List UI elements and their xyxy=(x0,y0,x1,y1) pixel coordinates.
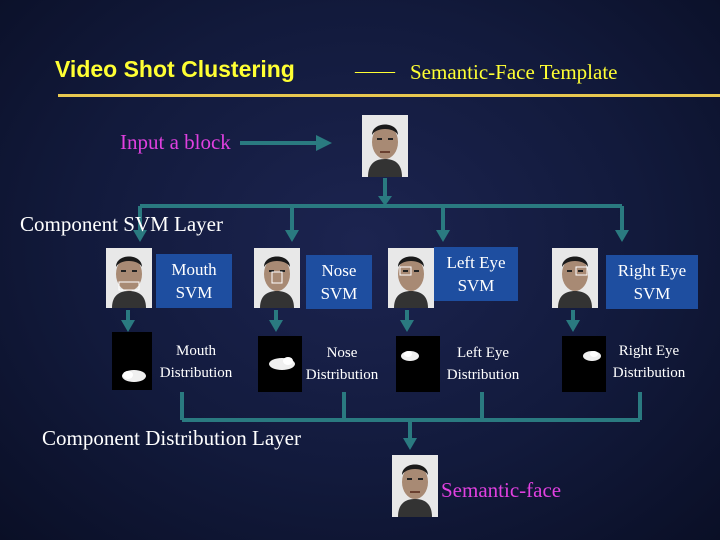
left-eye-svm-box: Left Eye SVM xyxy=(434,247,518,301)
mouth-svm-box: Mouth SVM xyxy=(156,254,232,308)
nose-distribution-image xyxy=(258,336,302,392)
nose-distribution-label: Nose Distribution xyxy=(296,342,388,386)
nose-svm-line1: Nose xyxy=(321,261,357,280)
mouth-dist-line1: Mouth xyxy=(175,343,216,359)
left-eye-distribution-label: Left Eye Distribution xyxy=(436,342,530,386)
component-distribution-layer-label: Component Distribution Layer xyxy=(42,426,301,450)
left-eye-svm-line1: Left Eye xyxy=(446,253,506,272)
title-underline xyxy=(58,94,720,97)
left-eye-svm-line2: SVM xyxy=(457,276,495,295)
mouth-distribution-label: Mouth Distribution xyxy=(150,340,242,384)
left-eye-dist-line1: Left Eye xyxy=(456,345,510,361)
page-subtitle: Semantic-Face Template xyxy=(410,60,618,84)
nose-svm-line2: SVM xyxy=(320,284,358,303)
left-eye-distribution-image xyxy=(396,336,440,392)
right-eye-svm-box: Right Eye SVM xyxy=(606,255,698,309)
semantic-face-label: Semantic-face xyxy=(441,478,562,502)
mouth-svm-face xyxy=(106,248,152,308)
right-eye-svm-line1: Right Eye xyxy=(617,261,687,280)
mouth-svm-line2: SVM xyxy=(175,283,213,302)
mouth-distribution-image xyxy=(112,332,152,390)
mouth-dist-line2: Distribution xyxy=(159,365,233,381)
nose-svm-box: Nose SVM xyxy=(306,255,372,309)
title-separator: —— xyxy=(355,60,395,82)
right-eye-svm-line2: SVM xyxy=(633,284,671,303)
mouth-svm-line1: Mouth xyxy=(171,260,217,279)
input-face-image xyxy=(362,115,408,177)
right-eye-svm-face xyxy=(552,248,598,308)
nose-dist-line1: Nose xyxy=(326,345,358,361)
semantic-face-image xyxy=(392,455,438,517)
right-eye-distribution-label: Right Eye Distribution xyxy=(602,340,696,384)
nose-svm-face xyxy=(254,248,300,308)
input-block-label: Input a block xyxy=(120,130,231,154)
left-eye-svm-face xyxy=(388,248,434,308)
right-eye-dist-line2: Distribution xyxy=(612,365,686,381)
right-eye-distribution-image xyxy=(562,336,606,392)
left-eye-dist-line2: Distribution xyxy=(446,367,520,383)
nose-dist-line2: Distribution xyxy=(305,367,379,383)
right-eye-dist-line1: Right Eye xyxy=(618,343,680,359)
page-title: Video Shot Clustering xyxy=(55,56,295,82)
component-svm-layer-label: Component SVM Layer xyxy=(20,212,223,236)
